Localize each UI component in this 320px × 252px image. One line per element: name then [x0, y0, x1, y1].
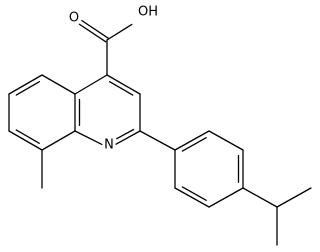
bond-c7-c8	[8, 130, 43, 151]
bond-n1-c8a	[74, 130, 103, 146]
bond-cooh_c-oh	[106, 23, 133, 41]
bond-c2-n1	[115, 130, 141, 145]
bond-c8-c8a	[41, 130, 76, 151]
bond-c4-c3	[106, 74, 141, 95]
bond-cp1-cp2	[174, 130, 210, 151]
bond-cp1-cp2-inner	[181, 137, 207, 152]
ring-nitrogen-label: N	[104, 138, 114, 153]
bond-cp5-cp6-inner	[181, 186, 207, 201]
atom-labels: O OH N	[69, 5, 158, 153]
bond-c5-c6-inner	[15, 81, 41, 96]
bond-lines	[8, 19, 312, 246]
bond-cooh_c-o-a	[81, 19, 109, 39]
bond-cp5-cp6	[174, 187, 210, 208]
bond-c2-n1-inner	[116, 128, 135, 140]
bond-cp4-ipr	[242, 187, 278, 208]
bond-ipr-ipra	[276, 187, 312, 208]
bond-cp4-cp5	[208, 187, 244, 208]
bond-c4a-c4	[74, 74, 108, 95]
bond-cooh_c-o-b	[78, 23, 107, 43]
hydroxyl-label: OH	[138, 5, 158, 20]
carbonyl-oxygen-label: O	[69, 11, 79, 26]
bond-c4-c3-inner	[108, 81, 134, 96]
bond-c4a-c5	[41, 74, 76, 95]
bond-cp2-cp3	[208, 130, 244, 151]
bond-c5-c6	[8, 74, 43, 95]
bond-c7-c8-inner	[15, 129, 40, 144]
bond-c2-cp1	[139, 130, 176, 151]
